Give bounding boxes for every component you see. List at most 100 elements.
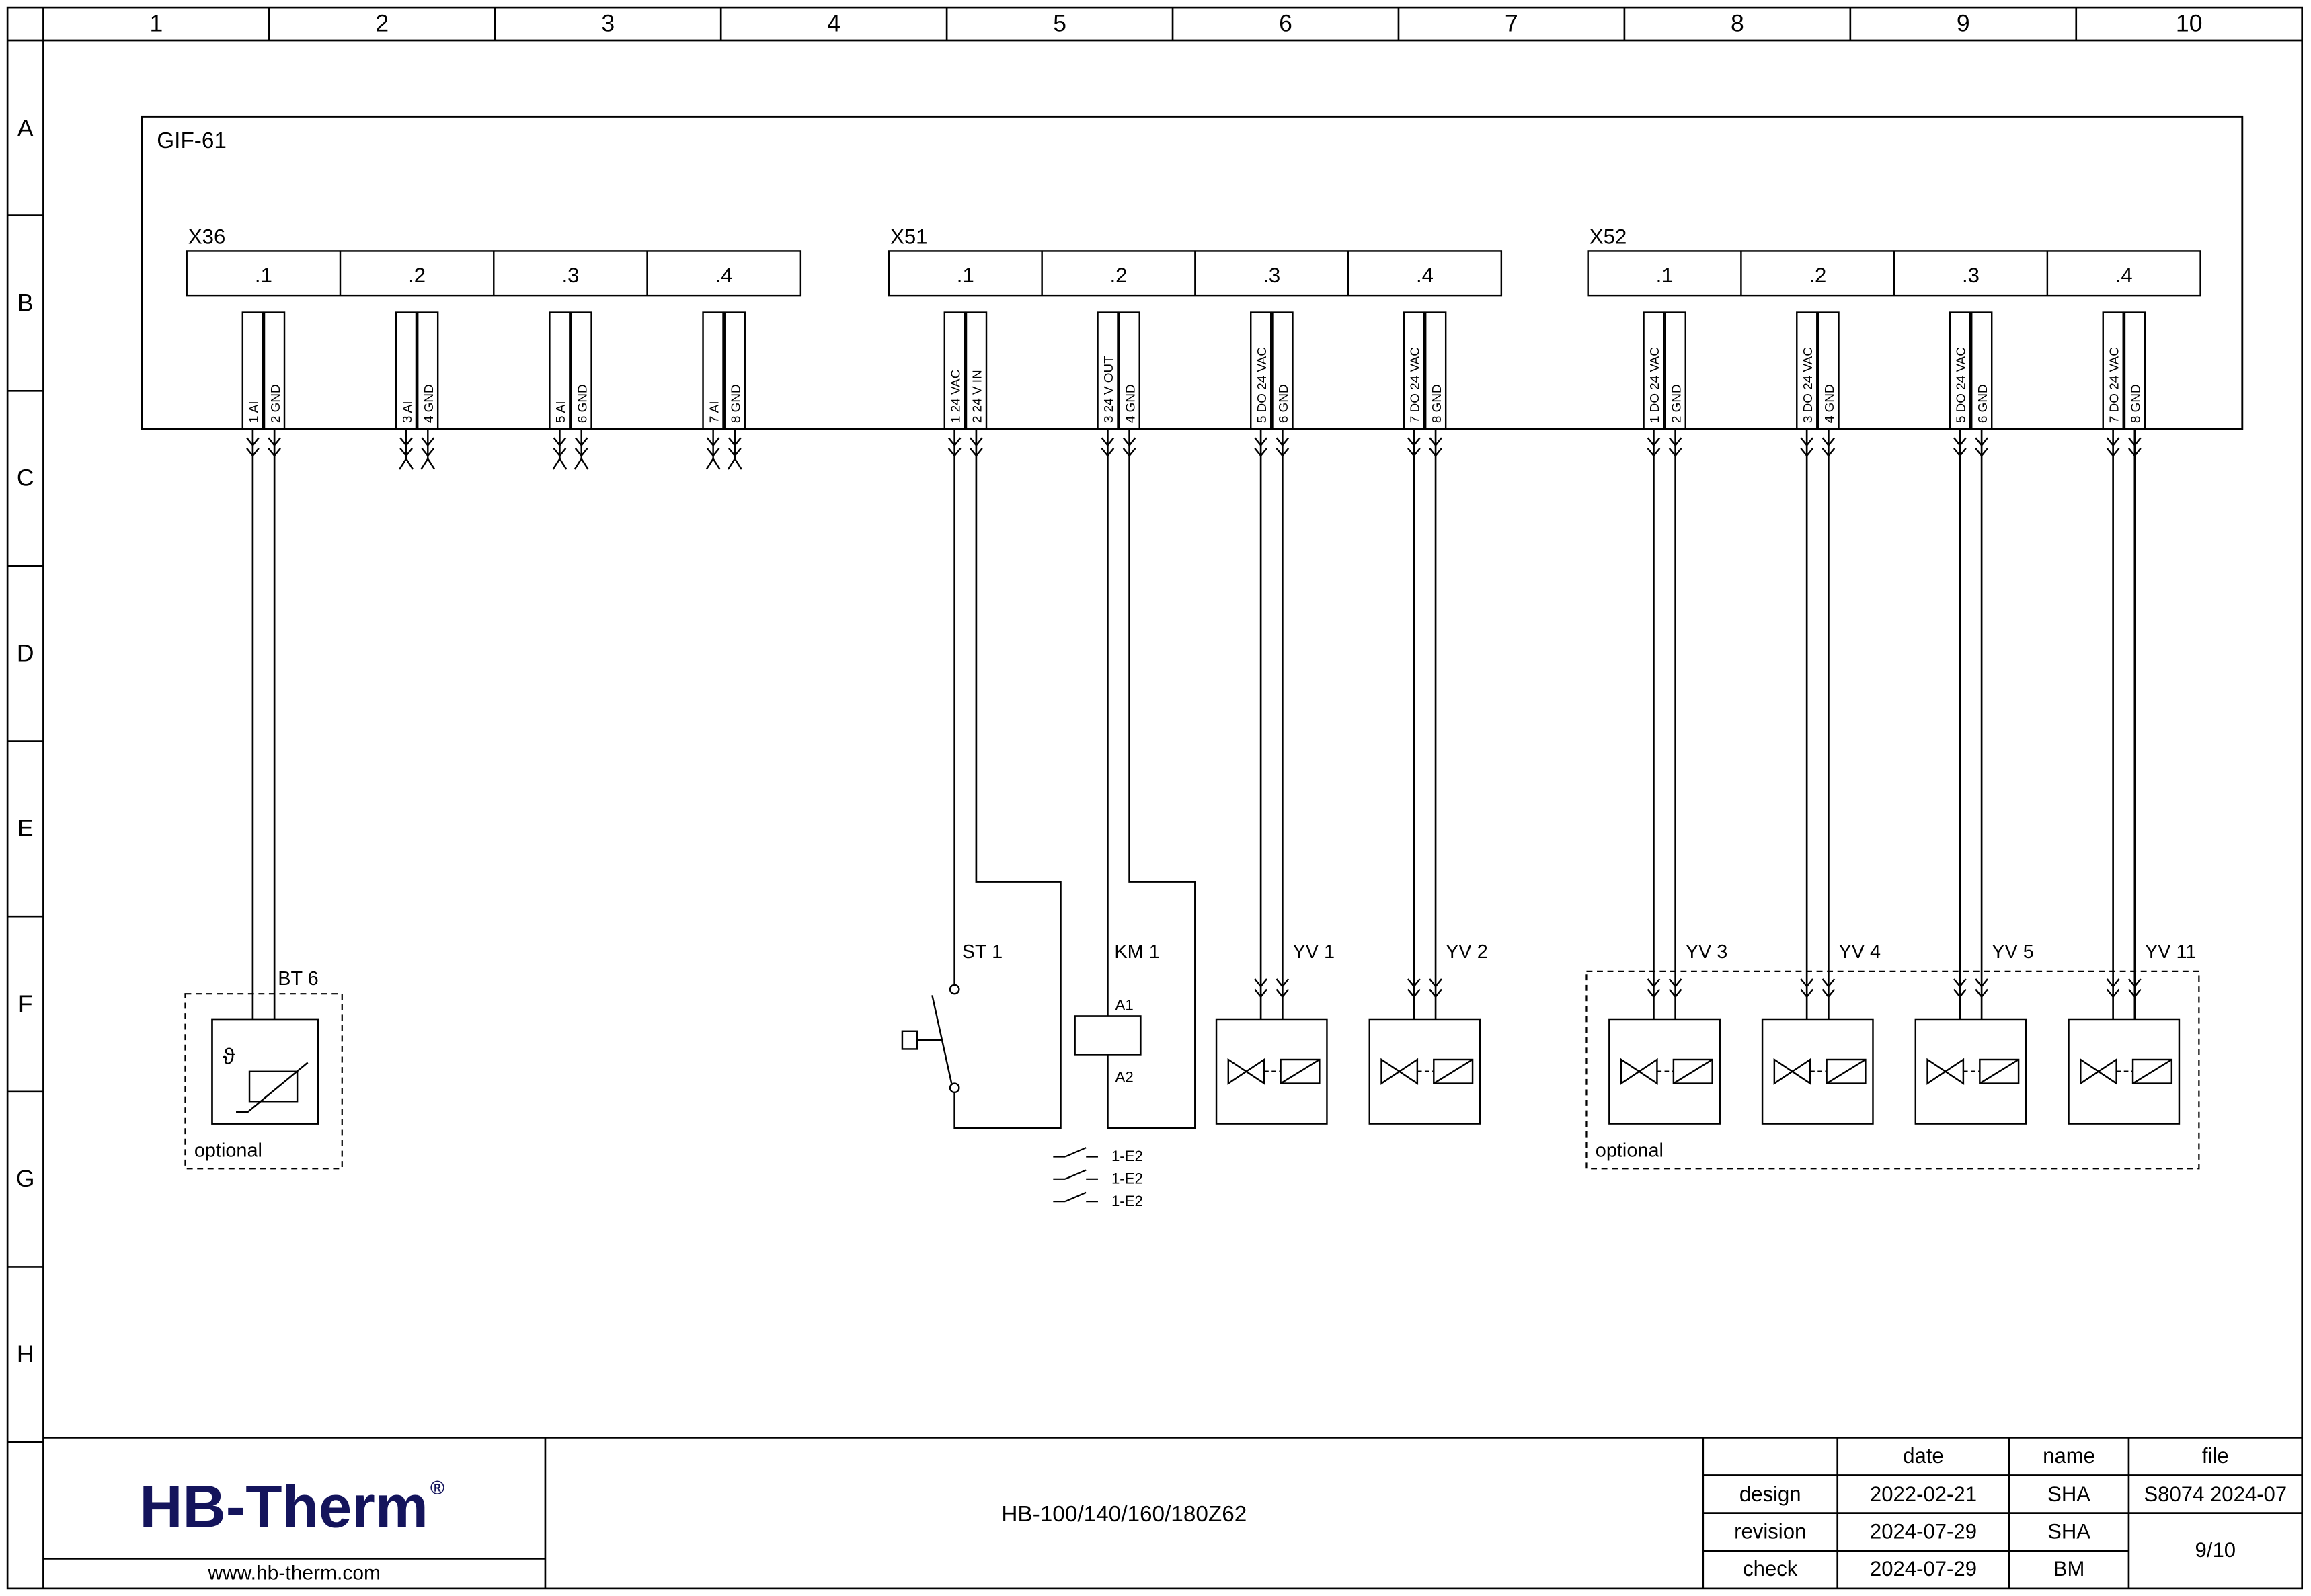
solenoid-valve-icon bbox=[1215, 1018, 1328, 1125]
sensor-box bbox=[211, 1018, 319, 1125]
solenoid-valve-icon bbox=[2068, 1018, 2181, 1125]
component-yv3: YV 3 bbox=[1608, 428, 1728, 1125]
terminal-label: 6 GND bbox=[1976, 384, 1990, 423]
outer-border bbox=[6, 6, 2304, 1590]
optional-boundary bbox=[184, 993, 343, 1170]
terminal-label: 8 GND bbox=[2129, 384, 2144, 423]
row-label: E bbox=[17, 815, 34, 842]
thermistor-icon bbox=[236, 1062, 309, 1113]
wires-yv5 bbox=[1959, 428, 1983, 1019]
terminal-label: 6 GND bbox=[576, 384, 590, 423]
section-label: .2 bbox=[408, 264, 426, 287]
open-pins-x36 bbox=[398, 428, 743, 471]
component-label: YV 11 bbox=[2145, 941, 2196, 963]
col-header-file: file bbox=[2202, 1444, 2229, 1468]
component-label: YV 1 bbox=[1292, 941, 1335, 963]
optional-note: optional bbox=[194, 1140, 262, 1161]
section-label: .3 bbox=[1263, 264, 1280, 287]
terminal-label: 6 GND bbox=[1277, 384, 1291, 423]
wires-km1 bbox=[1107, 428, 1196, 1129]
connector-label: X51 bbox=[890, 225, 927, 248]
terminal-label: 7 DO 24 VAC bbox=[2107, 347, 2121, 423]
terminal-label: 5 DO 24 VAC bbox=[1955, 347, 1969, 423]
terminal-label: 1 DO 24 VAC bbox=[1648, 347, 1662, 423]
terminal-label: 4 GND bbox=[1823, 384, 1837, 423]
connector-label: X36 bbox=[188, 225, 225, 248]
wires-yv11 bbox=[2112, 428, 2136, 1019]
terminal-label: 3 24 V OUT bbox=[1102, 356, 1116, 423]
component-label: BT 6 bbox=[278, 968, 318, 990]
check-date: 2024-07-29 bbox=[1870, 1557, 1977, 1581]
section-label: .2 bbox=[1110, 264, 1128, 287]
col-header-name: name bbox=[2043, 1444, 2095, 1468]
check-label: check bbox=[1743, 1557, 1798, 1581]
component-bt6: BT 6 ϑ optional bbox=[184, 428, 343, 1170]
component-st1: ST 1 bbox=[901, 428, 1062, 1129]
terminal-label: 5 DO 24 VAC bbox=[1255, 347, 1269, 423]
solenoid-valve-icon bbox=[1914, 1018, 2027, 1125]
connector-x51: X51 .1 .2 .3 .4 1 24 VAC 2 24 V IN 3 24 … bbox=[888, 225, 1503, 430]
optional-boundary bbox=[1585, 970, 2200, 1170]
connector-label: X52 bbox=[1590, 225, 1627, 248]
row-label: G bbox=[16, 1165, 35, 1192]
connector-x52: X52 .1 .2 .3 .4 1 DO 24 VAC 2 GND 3 DO 2… bbox=[1587, 225, 2201, 430]
revision-name: SHA bbox=[2047, 1519, 2090, 1543]
terminal-label: 3 DO 24 VAC bbox=[1801, 347, 1815, 423]
solenoid-valve-icon bbox=[1368, 1018, 1481, 1125]
check-name: BM bbox=[2053, 1557, 2085, 1581]
terminal-label: 4 GND bbox=[1124, 384, 1138, 423]
wires-bt6 bbox=[251, 428, 276, 1019]
component-label: KM 1 bbox=[1114, 941, 1159, 963]
optional-note: optional bbox=[1596, 1140, 1663, 1161]
wires-yv1 bbox=[1259, 428, 1284, 1019]
wires-yv3 bbox=[1653, 428, 1676, 1019]
title-block-lines bbox=[43, 1437, 2302, 1589]
company-logo: HB-Therm bbox=[139, 1474, 428, 1540]
terminal-label: 4 GND bbox=[422, 384, 436, 423]
col-header-date: date bbox=[1903, 1444, 1944, 1468]
column-label: 6 bbox=[1279, 10, 1292, 37]
row-label: D bbox=[17, 640, 34, 667]
switch-icon bbox=[901, 984, 960, 1094]
component-km1: KM 1 A1 A2 1-E2 1-E2 1-E2 bbox=[1053, 428, 1196, 1209]
section-label: .4 bbox=[715, 264, 733, 287]
coil-icon bbox=[1074, 1015, 1142, 1056]
revision-date: 2024-07-29 bbox=[1870, 1519, 1977, 1543]
aux-contact-icon bbox=[1053, 1169, 1098, 1180]
optional-valve-group: optional YV 3 YV 4 bbox=[1585, 428, 2200, 1170]
row-label: A bbox=[17, 114, 34, 141]
component-yv11: YV 11 bbox=[2068, 428, 2196, 1125]
section-label: .1 bbox=[255, 264, 272, 287]
column-label: 7 bbox=[1505, 10, 1518, 37]
module-label: GIF-61 bbox=[157, 128, 227, 153]
component-label: YV 2 bbox=[1446, 941, 1488, 963]
component-label: YV 3 bbox=[1686, 941, 1728, 963]
section-label: .4 bbox=[2115, 264, 2133, 287]
frame-labels: 1 2 3 4 5 6 7 8 9 10 A B C D E F G H bbox=[16, 10, 2203, 1367]
theta-symbol-icon: ϑ bbox=[223, 1045, 235, 1070]
title-block: HB-Therm ® www.hb-therm.com HB-100/140/1… bbox=[43, 1437, 2302, 1589]
aux-contact-icon bbox=[1053, 1191, 1098, 1203]
file-number: S8074 2024-07 bbox=[2144, 1482, 2287, 1506]
column-label: 10 bbox=[2176, 10, 2203, 37]
title-block-table: date name file design 2022-02-21 SHA S80… bbox=[1734, 1444, 2287, 1581]
terminal-label: 8 GND bbox=[730, 384, 744, 423]
revision-label: revision bbox=[1734, 1519, 1806, 1543]
contact-ref: 1-E2 bbox=[1111, 1170, 1143, 1187]
column-label: 3 bbox=[601, 10, 615, 37]
terminal-label: 2 GND bbox=[269, 384, 283, 423]
reference-frame bbox=[6, 6, 2304, 1590]
row-label: B bbox=[17, 289, 34, 316]
wires-st1 bbox=[953, 428, 1062, 1129]
column-label: 1 bbox=[150, 10, 163, 37]
terminal-label: 5 AI bbox=[554, 401, 568, 424]
gif-61-module: GIF-61 bbox=[141, 115, 2244, 430]
terminal-label: 1 24 VAC bbox=[949, 370, 963, 423]
column-label: 9 bbox=[1957, 10, 1970, 37]
terminal-label: 3 AI bbox=[401, 401, 415, 424]
component-yv4: YV 4 bbox=[1761, 428, 1881, 1125]
column-label: 4 bbox=[827, 10, 840, 37]
contact-ref: 1-E2 bbox=[1111, 1193, 1143, 1209]
